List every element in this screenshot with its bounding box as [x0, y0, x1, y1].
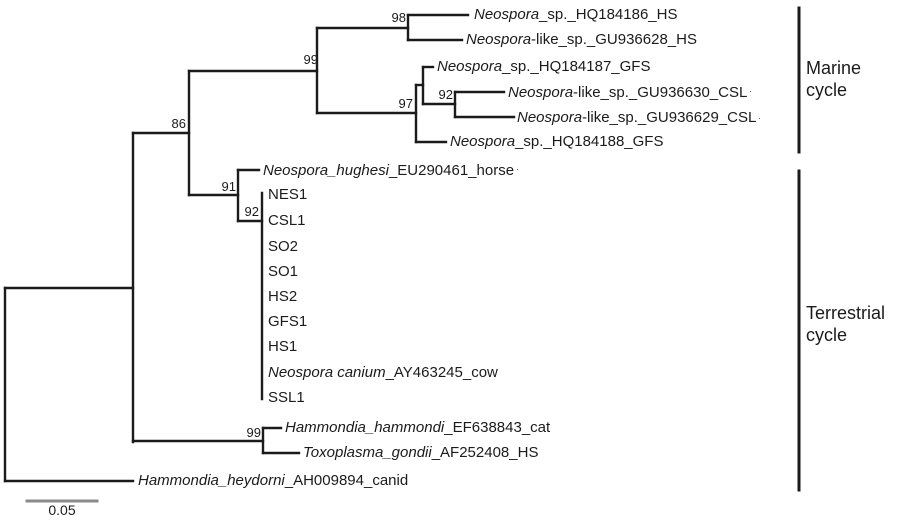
- bootstrap-value: 86: [171, 116, 186, 131]
- taxon-label: NES1: [268, 185, 307, 205]
- taxon-label: SSL1: [268, 388, 305, 408]
- taxon-label: HS2: [268, 287, 297, 307]
- taxon-accession: _AY463245_cow: [385, 364, 498, 381]
- taxon-accession: _sp._HQ184186_HS: [539, 6, 678, 23]
- taxon-genus-italic: Neospora_hughesi: [263, 162, 389, 179]
- taxon-accession: GFS1: [268, 313, 308, 330]
- bootstrap-value: 92: [244, 204, 259, 219]
- bootstrap-value: 97: [398, 96, 413, 111]
- footnote-mark: ·: [749, 87, 752, 96]
- taxon-label: HS1: [268, 337, 297, 357]
- taxon-accession: -like_sp._GU936628_HS: [531, 31, 697, 48]
- footnote-mark: .: [758, 112, 761, 121]
- taxon-accession: HS2: [268, 288, 298, 305]
- taxon-label: Neospora_sp._HQ184188_GFS: [450, 132, 663, 152]
- taxon-genus-italic: Neospora: [474, 6, 540, 23]
- scale-bar-label: 0.05: [48, 502, 76, 518]
- taxon-label: GFS1: [268, 312, 307, 332]
- footnote-mark: ·: [516, 165, 519, 174]
- taxon-genus-italic: Hammondia_heydorni: [138, 472, 285, 489]
- taxon-accession: -like_sp._GU936629_CSL: [582, 109, 757, 126]
- taxon-label: Neospora canium_AY463245_cow: [268, 363, 498, 383]
- taxon-accession: SSL1: [268, 389, 305, 406]
- taxon-label: SO2: [268, 237, 298, 257]
- taxon-accession: NES1: [268, 186, 308, 203]
- taxon-accession: -like_sp._GU936630_CSL: [573, 84, 748, 101]
- taxon-label: Neospora-like_sp._GU936628_HS: [466, 30, 697, 50]
- taxon-accession: SO2: [268, 238, 299, 255]
- taxon-label: Neospora_sp._HQ184187_GFS: [437, 57, 650, 77]
- taxon-accession: _AH009894_canid: [284, 472, 409, 489]
- taxon-label: Neospora-like_sp._GU936630_CSL·: [508, 82, 752, 102]
- taxon-label: SO1: [268, 262, 298, 282]
- taxon-accession: _sp._HQ184188_GFS: [515, 133, 664, 150]
- taxon-label: Hammondia_heydorni_AH009894_canid: [138, 471, 408, 491]
- taxon-genus-italic: Neospora: [508, 84, 574, 101]
- taxon-accession: SO1: [268, 263, 299, 280]
- bootstrap-value: 98: [391, 10, 406, 25]
- taxon-accession: CSL1: [268, 212, 306, 229]
- taxon-label: Hammondia_hammondi_EF638843_cat: [285, 418, 550, 438]
- taxon-genus-italic: Hammondia_hammondi: [285, 419, 445, 436]
- taxon-genus-italic: Neospora: [466, 31, 532, 48]
- bootstrap-value: 99: [246, 425, 261, 440]
- taxon-genus-italic: Toxoplasma_gondii: [303, 444, 432, 461]
- bootstrap-value: 91: [221, 179, 236, 194]
- taxon-label: Neospora-like_sp._GU936629_CSL.: [517, 107, 761, 127]
- bootstrap-value: 99: [303, 52, 318, 67]
- taxon-genus-italic: Neospora: [437, 58, 503, 75]
- taxon-label: Neospora_sp._HQ184186_HS: [474, 5, 677, 25]
- taxon-label: Neospora_hughesi_EU290461_horse·: [263, 160, 519, 180]
- taxon-genus-italic: Neospora: [450, 133, 516, 150]
- clade-label: Terrestrial cycle: [806, 303, 886, 345]
- taxon-accession: _EF638843_cat: [444, 419, 551, 436]
- taxon-accession: HS1: [268, 338, 298, 355]
- taxon-genus-italic: Neospora: [517, 109, 583, 126]
- taxon-genus-italic: Neospora canium: [268, 364, 386, 381]
- clade-label: Marine cycle: [806, 58, 862, 100]
- taxon-accession: _sp._HQ184187_GFS: [502, 58, 651, 75]
- bootstrap-value: 92: [438, 87, 453, 102]
- taxon-label: Toxoplasma_gondii_AF252408_HS: [303, 443, 538, 463]
- taxon-label: CSL1: [268, 211, 306, 231]
- taxon-accession: _AF252408_HS: [431, 444, 539, 461]
- taxon-accession: _EU290461_horse: [388, 162, 515, 179]
